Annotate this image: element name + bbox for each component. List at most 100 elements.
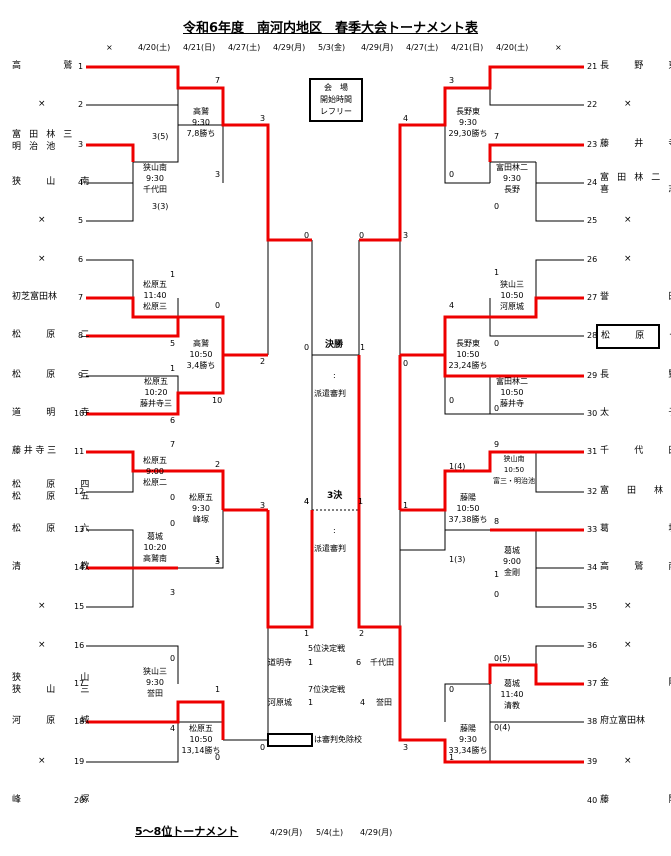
right-seed-34: 34 [587,563,598,572]
final-colon: : [333,371,336,380]
score: 1 [170,270,176,279]
third-left-score: 4 [304,497,310,506]
left-team-2: × [38,99,54,109]
left-team-11: 藤井寺三 [12,446,59,456]
right-team-23: 藤 井 寺 [600,139,671,149]
score: 3 [449,76,455,85]
right-seed-32: 32 [587,487,598,496]
match-info-r2: 富田林二 9:30 長野 [496,163,528,194]
score: 0 [403,359,409,368]
footer-date-2: 5/4(土) [316,828,344,837]
final-left-score: 0 [304,343,310,352]
score: 7 [494,132,500,141]
right-seed-21: 21 [587,62,598,71]
left-team-8: 松 原 二 [12,330,98,340]
header-date-2: 4/21(日) [183,43,216,52]
match-info-l3: 松原五 11:40 松原三 [143,280,167,311]
score: 1 [449,753,455,762]
left-seed-1: 1 [78,62,84,71]
left-seed-7: 7 [78,293,84,302]
exempt-legend-box [267,733,313,747]
header-date-5: 5/3(金) [318,43,346,52]
match-info-l1: 高鷲 9:30 7,8勝ち [186,107,216,138]
fifth-left-team: 道明寺 [268,658,292,667]
right-team-40: 藤 陽 [600,795,671,805]
left-team-19: × [38,756,54,766]
right-team-34: 高 鷲 南 [600,562,671,572]
right-team-31: 千 代 田 [600,446,671,456]
left-team-3b: 明治池 [12,142,64,152]
seventh-label: 7位決定戦 [308,685,346,694]
score: 1 [304,629,310,638]
match-info-l7: 松原五 9:30 峰塚 [189,493,213,524]
score: 9 [494,440,500,449]
left-seed-6: 6 [78,255,84,264]
fifth-label: 5位決定戦 [308,644,346,653]
fifth-left-score: 1 [308,658,314,667]
third-label: 3決 [327,491,343,501]
seventh-left-score: 1 [308,698,314,707]
right-team-37: 金 剛 [600,678,671,688]
match-info-r5: 富田林二 10:50 藤井寺 [496,377,528,408]
match-info-l9: 狭山三 9:30 誉田 [143,667,167,698]
right-seed-36: 36 [587,641,598,650]
header-date-1: 4/20(土) [138,43,171,52]
right-seed-28: 28 [587,331,598,340]
score: 0(4) [494,723,511,732]
third-right-score: 1 [358,497,364,506]
match-info-r4: 長野東 10:50 23,24勝ち [448,339,488,370]
score: 10 [212,396,223,405]
right-seed-24: 24 [587,178,598,187]
score: 3 [170,588,176,597]
right-seed-29: 29 [587,371,598,380]
footer-date-1: 4/29(月) [270,828,303,837]
score: 0 [170,654,176,663]
left-team-9: 松 原 三 [12,370,98,380]
score: 1 [215,685,221,694]
score: 0 [215,753,221,762]
left-team-4: 狭 山 南 [12,177,98,187]
match-info-r7: 藤陽 10:50 37,38勝ち [448,493,488,524]
left-seed-13: 13 [74,525,85,534]
left-team-14: 清 教 [12,562,98,572]
right-team-29: 長 野 [600,370,671,380]
right-seed-40: 40 [587,796,598,805]
left-seed-12: 12 [74,487,85,496]
seventh-left-team: 河原城 [268,698,292,707]
right-seed-23: 23 [587,140,598,149]
right-team-27: 誉 田 [600,292,671,302]
final-right-score: 1 [360,343,366,352]
score: 0 [449,396,455,405]
score: 1 [215,555,221,564]
score: 0 [170,493,176,502]
left-seed-8: 8 [78,331,84,340]
right-team-30: 太 子 [600,408,671,418]
seventh-right-score: 4 [360,698,366,707]
score: 1 [170,364,176,373]
right-team-39: × [624,756,640,766]
score: 1(3) [449,555,466,564]
final-referee: 派遣審判 [314,389,346,398]
left-seed-15: 15 [74,602,85,611]
match-info-r8: 葛城 9:00 金剛 [503,546,521,577]
score: 1 [494,268,500,277]
score: 3 [403,231,409,240]
match-info-l4: 高鷲 10:50 3,4勝ち [186,339,216,370]
left-team-18: 河 原 城 [12,716,98,726]
score: 4 [449,301,455,310]
right-seed-31: 31 [587,447,598,456]
right-team-33: 葛 城 [600,524,671,534]
legend-start-time: 開始時間 [320,95,352,104]
left-seed-14: 14 [74,563,85,572]
right-seed-38: 38 [587,717,598,726]
footer-title: 5～8位トーナメント [135,825,239,838]
score: 0(5) [494,654,511,663]
score: 0 [494,339,500,348]
score: 0 [215,301,221,310]
match-info-l5: 松原五 10:20 藤井寺三 [140,377,172,408]
left-seed-10: 10 [74,409,85,418]
right-team-26: × [624,254,640,264]
score: 2 [359,629,365,638]
score: 0 [304,231,310,240]
right-seed-22: 22 [587,100,598,109]
